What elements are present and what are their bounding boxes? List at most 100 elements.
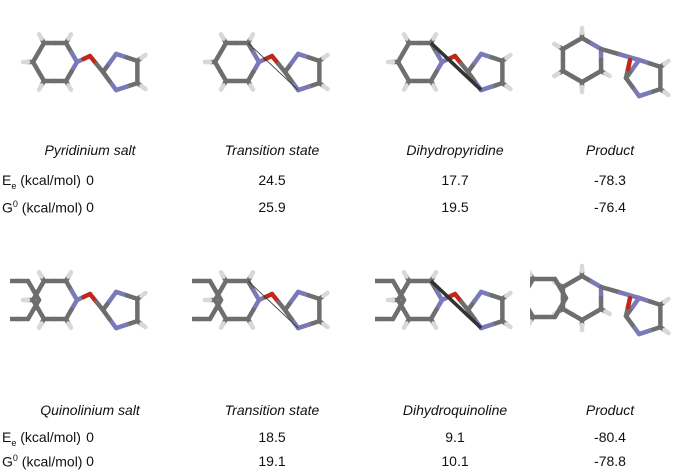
molecule-structure (192, 270, 330, 331)
energy-value: 18.5 (258, 429, 286, 445)
forming-bond (247, 280, 299, 329)
unit: (kcal/mol) (20, 172, 81, 188)
energy-value: 10.1 (441, 453, 469, 469)
bond (504, 83, 513, 92)
bond (139, 52, 148, 61)
species-label: Dihydropyridine (406, 142, 504, 158)
bond (276, 61, 288, 75)
bond (504, 52, 513, 61)
molecule-structure (530, 263, 671, 337)
energy-value: 19.1 (258, 453, 286, 469)
free-energy-row-label: G0 (kcal/mol) (2, 453, 82, 470)
molecule-structure (552, 25, 671, 99)
symbol-index: e (11, 180, 17, 191)
bond (66, 32, 74, 41)
bond (459, 61, 471, 75)
symbol: E (2, 172, 12, 188)
symbol-index: 0 (12, 199, 18, 209)
bond (139, 83, 148, 92)
energy-value: 0 (86, 453, 94, 469)
bond (139, 290, 148, 299)
bond (401, 83, 409, 92)
bond (530, 307, 536, 320)
species-label: Product (585, 142, 635, 158)
bond (625, 57, 633, 72)
bond (36, 32, 44, 41)
bond (662, 296, 671, 305)
energy-value: -78.8 (594, 453, 626, 469)
bond (598, 284, 623, 295)
bond (276, 299, 288, 313)
bond (552, 71, 561, 79)
bond (66, 83, 74, 92)
bond (431, 32, 439, 41)
energy-value: -78.3 (594, 172, 626, 188)
energy-value: 9.1 (445, 429, 465, 445)
unit: (kcal/mol) (21, 199, 83, 216)
symbol-index: e (11, 437, 17, 448)
bond (459, 299, 471, 313)
energy-value: 25.9 (258, 199, 286, 215)
species-label: Product (585, 402, 635, 418)
bond (321, 83, 330, 92)
forming-bond (429, 41, 483, 92)
unit: (kcal/mol) (20, 429, 81, 445)
bond (248, 83, 256, 92)
molecule-structure (385, 32, 513, 93)
free-energy-row-label: G0 (kcal/mol) (2, 199, 82, 216)
molecule-structure (10, 270, 148, 331)
forming-bond (247, 42, 299, 91)
bond (401, 270, 409, 279)
bond (94, 299, 106, 313)
bond (530, 269, 533, 277)
bond (66, 321, 74, 330)
forming-bond (429, 279, 483, 330)
bond (530, 319, 533, 327)
bond (36, 83, 44, 92)
energy-value: 24.5 (258, 172, 286, 188)
bond (36, 321, 44, 330)
molecule-structure (202, 32, 330, 93)
energy-value: 17.7 (441, 172, 469, 188)
bond (248, 32, 256, 41)
energy-value: 19.5 (441, 199, 469, 215)
bond (248, 270, 256, 279)
bond (625, 295, 633, 310)
bond (552, 41, 561, 49)
symbol-index: 0 (12, 453, 18, 463)
molecule-structure (375, 270, 513, 331)
bond (36, 270, 44, 279)
energy-row-label: Ee (kcal/mol) (2, 429, 81, 448)
energy-value: -76.4 (594, 199, 626, 215)
symbol: E (2, 429, 12, 445)
species-label: Pyridinium salt (44, 142, 136, 158)
bond (321, 321, 330, 330)
bond (504, 290, 513, 299)
species-label: Transition state (224, 142, 320, 158)
energy-row-label: Ee (kcal/mol) (2, 172, 81, 191)
bond (218, 321, 226, 330)
bond (401, 32, 409, 41)
bond (617, 290, 642, 301)
bond (662, 58, 671, 67)
bond (431, 270, 439, 279)
bond (218, 83, 226, 92)
bond (617, 52, 642, 63)
bond (66, 270, 74, 279)
bond (504, 321, 513, 330)
unit: (kcal/mol) (21, 453, 83, 470)
bond (662, 327, 671, 336)
energy-value: -80.4 (594, 429, 626, 445)
bond (218, 32, 226, 41)
bond (321, 52, 330, 61)
bond (603, 71, 612, 79)
energy-value: 0 (86, 172, 94, 188)
bond (431, 83, 439, 92)
bond (401, 321, 409, 330)
bond (598, 46, 623, 57)
species-label: Dihydroquinoline (402, 402, 508, 418)
bond (321, 290, 330, 299)
energy-value: 0 (86, 199, 94, 215)
bond (218, 270, 226, 279)
energy-value: 0 (86, 429, 94, 445)
